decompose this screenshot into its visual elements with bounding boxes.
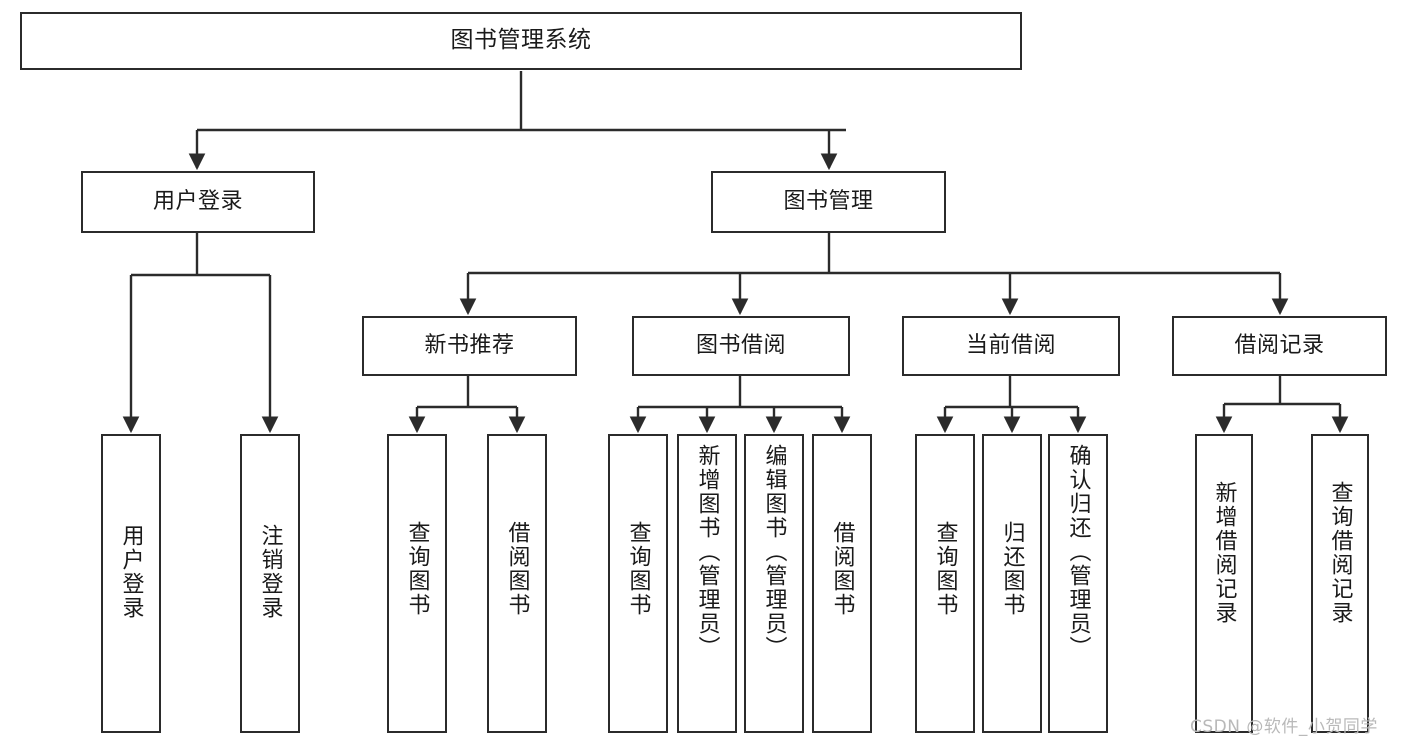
node-user-login[interactable]: 用户登录 [81,171,315,233]
node-borrow-record-label: 借阅记录 [1234,333,1325,359]
node-leaf-confirm-return-label: 确认归还（管理员） [1065,444,1091,660]
node-new-book-rec[interactable]: 新书推荐 [362,316,577,376]
node-leaf-edit-book[interactable]: 编辑图书（管理员） [744,434,804,733]
node-leaf-add-book[interactable]: 新增图书（管理员） [677,434,737,733]
node-leaf-logout-label: 注销登录 [257,524,283,620]
node-root[interactable]: 图书管理系统 [20,12,1022,70]
node-leaf-borrow-query[interactable]: 查询图书 [608,434,668,733]
node-book-borrow[interactable]: 图书借阅 [632,316,850,376]
node-user-login-label: 用户登录 [152,189,243,215]
node-leaf-borrow-book-label: 借阅图书 [829,521,855,617]
node-book-manage[interactable]: 图书管理 [711,171,946,233]
node-leaf-borrow-query-label: 查询图书 [625,521,651,617]
node-leaf-logout[interactable]: 注销登录 [240,434,300,733]
node-current-borrow-label: 当前借阅 [965,333,1056,359]
node-leaf-rec-borrow[interactable]: 借阅图书 [487,434,547,733]
node-current-borrow[interactable]: 当前借阅 [902,316,1120,376]
node-leaf-return-book[interactable]: 归还图书 [982,434,1042,733]
node-borrow-record[interactable]: 借阅记录 [1172,316,1387,376]
node-leaf-cur-query[interactable]: 查询图书 [915,434,975,733]
node-leaf-query-record[interactable]: 查询借阅记录 [1311,434,1369,733]
node-leaf-add-book-label: 新增图书（管理员） [694,444,720,660]
node-leaf-rec-borrow-label: 借阅图书 [504,521,530,617]
node-root-label: 图书管理系统 [450,27,592,54]
node-leaf-user-login-label: 用户登录 [118,524,144,620]
node-leaf-rec-query-label: 查询图书 [404,521,430,617]
node-leaf-add-record-label: 新增借阅记录 [1211,481,1237,625]
node-leaf-confirm-return[interactable]: 确认归还（管理员） [1048,434,1108,733]
node-book-borrow-label: 图书借阅 [695,333,786,359]
node-leaf-rec-query[interactable]: 查询图书 [387,434,447,733]
node-leaf-edit-book-label: 编辑图书（管理员） [761,444,787,660]
node-leaf-return-book-label: 归还图书 [999,521,1025,617]
node-book-manage-label: 图书管理 [783,189,874,215]
node-new-book-rec-label: 新书推荐 [424,333,515,359]
node-leaf-user-login[interactable]: 用户登录 [101,434,161,733]
node-leaf-cur-query-label: 查询图书 [932,521,958,617]
node-leaf-query-record-label: 查询借阅记录 [1327,481,1353,625]
node-leaf-borrow-book[interactable]: 借阅图书 [812,434,872,733]
node-leaf-add-record[interactable]: 新增借阅记录 [1195,434,1253,733]
